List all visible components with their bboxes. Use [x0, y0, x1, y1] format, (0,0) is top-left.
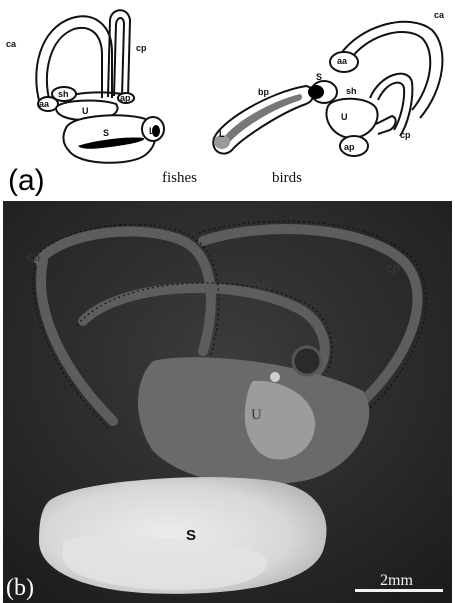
fish-posterior-canal-inner: [114, 18, 124, 96]
fish-inner-ear: [36, 10, 164, 163]
fishes-caption: fishes: [162, 170, 197, 186]
fish-label-u: U: [82, 106, 89, 116]
panel-a-svg: ca cp sh ap aa U S L: [0, 0, 455, 200]
bird-saccular-macula: [308, 85, 324, 99]
fish-label-aa: aa: [39, 99, 50, 109]
fish-label-s: S: [103, 128, 109, 138]
bird-label-bp: bp: [258, 87, 269, 97]
label-u: U: [251, 407, 262, 423]
fish-label-ca: ca: [6, 39, 17, 49]
bird-label-cp: cp: [400, 130, 411, 140]
panel-a-letter: (a): [8, 164, 45, 197]
bird-label-ca: ca: [434, 10, 445, 20]
panel-b-svg: ca sh cp U S (b) 2mm: [3, 201, 452, 603]
bird-label-l: L: [219, 129, 225, 139]
bird-cp-loop: [376, 116, 396, 134]
bird-label-u: U: [341, 112, 348, 122]
bird-label-aa: aa: [337, 56, 348, 66]
label-ca: ca: [27, 249, 41, 265]
panel-b-photo: ca sh cp U S (b) 2mm: [3, 201, 452, 603]
bird-label-ap: ap: [344, 142, 355, 152]
label-s: S: [186, 527, 196, 544]
panel-b-letter: (b): [6, 575, 34, 601]
birds-caption: birds: [272, 170, 302, 186]
fish-label-l: L: [149, 126, 155, 136]
ampulla-light-spot: [270, 372, 280, 382]
fish-label-sh: sh: [58, 89, 69, 99]
bird-anterior-canal-inner: [350, 32, 430, 110]
bird-utricle: [326, 99, 377, 138]
label-sh: sh: [256, 277, 270, 293]
fish-label-ap: ap: [120, 93, 131, 103]
scale-bar: [355, 589, 443, 592]
label-cp: cp: [386, 260, 400, 276]
bird-label-sh: sh: [346, 86, 357, 96]
fish-label-cp: cp: [136, 43, 147, 53]
scale-bar-label: 2mm: [380, 572, 413, 589]
bird-posterior-canal-inner: [378, 83, 404, 130]
panel-a-diagrams: ca cp sh ap aa U S L: [0, 0, 455, 200]
ampulla-dark-spot: [293, 347, 321, 375]
bird-posterior-canal: [370, 74, 412, 136]
bird-label-s: S: [316, 72, 322, 82]
